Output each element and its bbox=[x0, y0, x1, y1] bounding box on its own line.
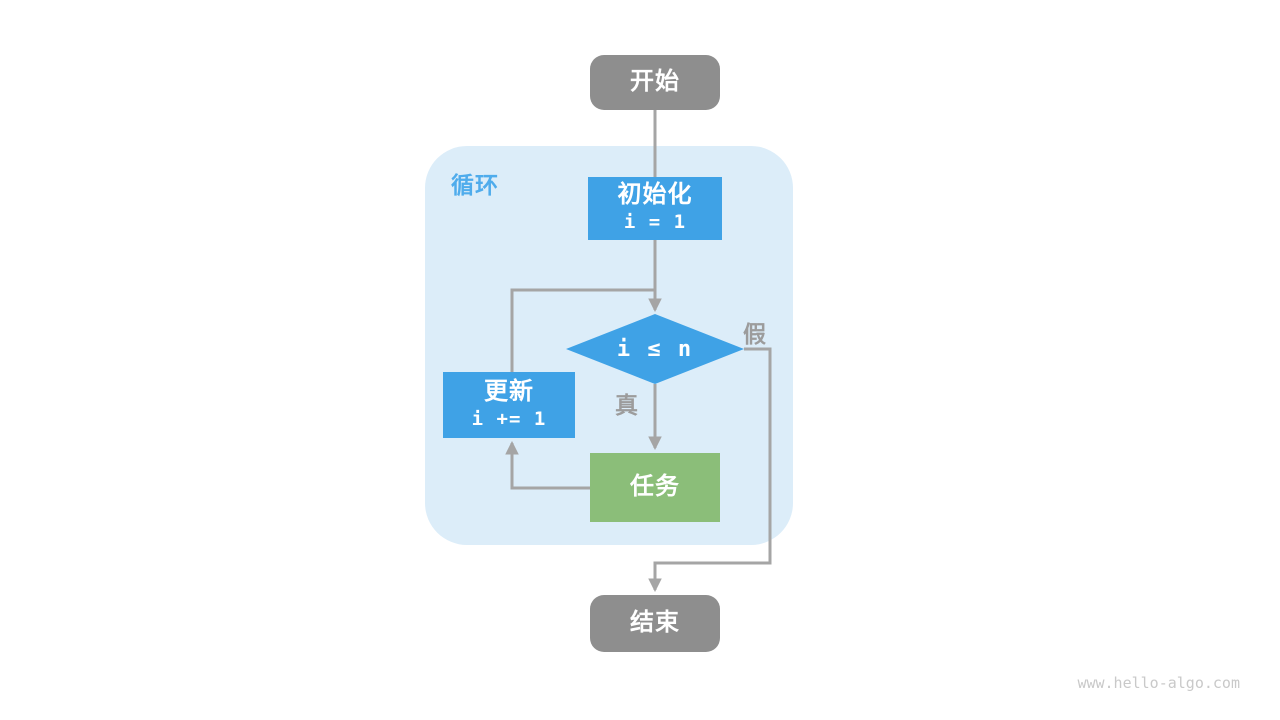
node-update-code: i += 1 bbox=[471, 407, 547, 430]
node-init: 初始化 i = 1 bbox=[588, 177, 722, 240]
node-start: 开始 bbox=[590, 55, 720, 110]
watermark-text: www.hello-algo.com bbox=[1077, 674, 1240, 692]
node-update-label: 更新 bbox=[484, 377, 534, 405]
loop-container-label: 循环 bbox=[451, 172, 499, 198]
edge-task-to-update bbox=[505, 440, 590, 490]
node-task-label: 任务 bbox=[630, 473, 680, 501]
node-init-code: i = 1 bbox=[623, 211, 687, 234]
node-end-label: 结束 bbox=[630, 609, 680, 637]
node-end: 结束 bbox=[590, 595, 720, 652]
condition-diamond bbox=[566, 314, 744, 384]
node-start-label: 开始 bbox=[630, 68, 680, 96]
edge-update-loopback bbox=[510, 288, 655, 372]
node-update: 更新 i += 1 bbox=[443, 372, 575, 438]
edge-label-false: 假 bbox=[743, 321, 766, 347]
node-condition-label: i ≤ n bbox=[616, 336, 694, 362]
edge-label-true: 真 bbox=[615, 392, 638, 418]
node-task: 任务 bbox=[590, 453, 720, 522]
node-init-label: 初始化 bbox=[617, 181, 693, 209]
edge-condition-false-to-end bbox=[648, 347, 772, 593]
